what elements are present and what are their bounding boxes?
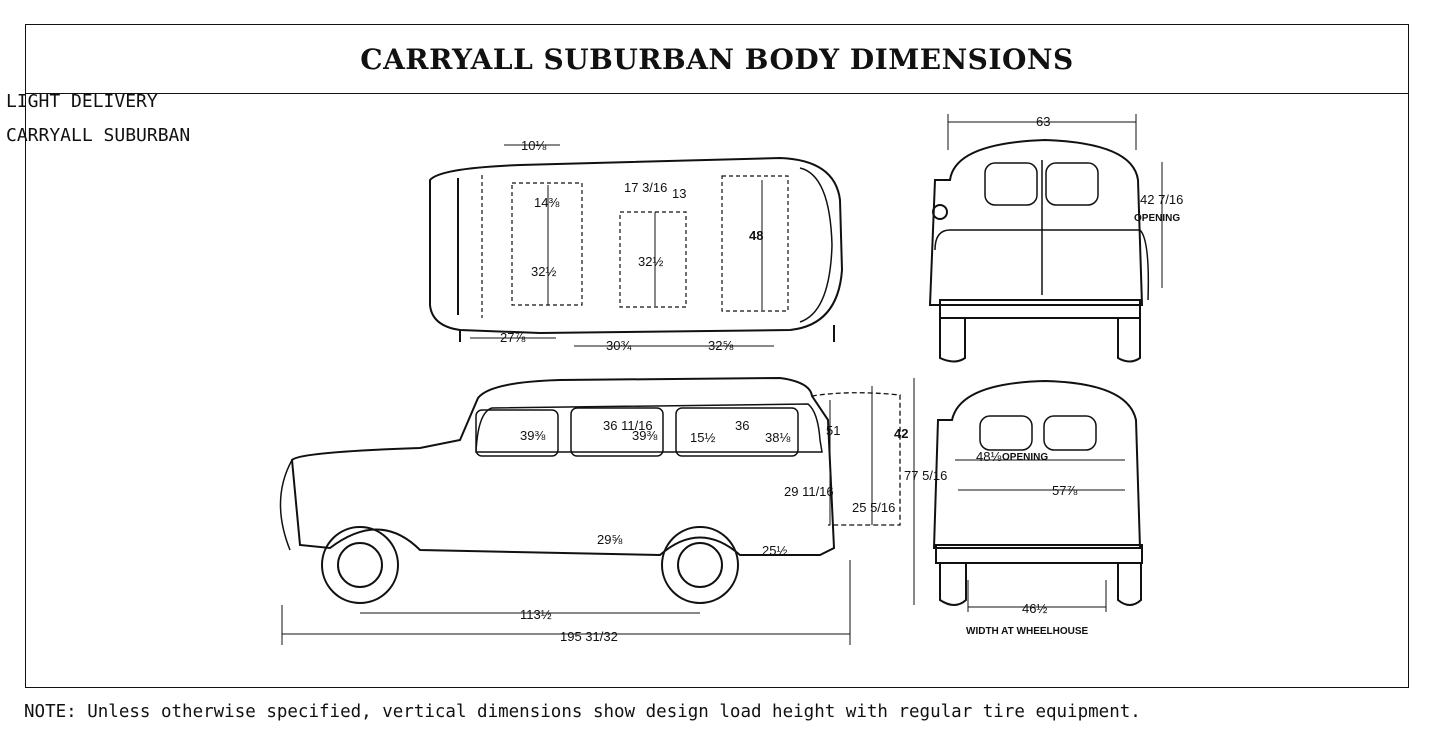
title-bar: CARRYALL SUBURBAN BODY DIMENSIONS [26,25,1408,94]
side-dim-11: 25 5/16 [852,500,895,515]
inner-width-dim: 57⅞ [1052,483,1077,498]
top-dim-5: 48 [749,228,763,243]
rear-open-view-drawing [932,379,1143,612]
side-dim-13: 29⅝ [597,532,622,547]
side-dim-15: 195 31/32 [560,629,618,644]
side-dim-9: 77 5/16 [904,468,947,483]
side-dim-10: 29 11/16 [784,484,834,499]
opening-width-label: OPENING [1002,452,1048,463]
top-dim-2: 14⅜ [534,195,559,210]
side-dim-4: 15½ [690,430,715,445]
side-dim-14: 113½ [520,607,552,622]
top-dim-1: 10⅛ [521,138,546,153]
document-frame: CARRYALL SUBURBAN BODY DIMENSIONS [25,24,1409,688]
side-dim-5: 36 [735,418,749,433]
opening-width-dim: 48⅛ [976,449,1001,464]
side-dim-12: 25½ [762,543,787,558]
side-dim-6: 38⅛ [765,430,790,445]
rear-width-dim: 63 [1036,114,1050,129]
rear-view-drawing [928,114,1163,363]
side-dim-2: 36 11/16 [603,418,653,433]
vehicle-class-label: LIGHT DELIVERY [6,91,158,112]
top-dim-8: 27⅞ [500,330,525,345]
top-dim-3: 17 3/16 [624,180,667,195]
rear-opening-label: OPENING [1134,213,1180,224]
top-dim-4: 13 [672,186,686,201]
top-dim-7: 32½ [638,254,663,269]
wheelhouse-caption: WIDTH AT WHEELHOUSE [966,626,1089,637]
side-dim-7: 51 [826,423,840,438]
side-view-drawing [279,376,915,645]
footnote: NOTE: Unless otherwise specified, vertic… [24,702,1141,722]
top-dim-10: 32⅝ [708,338,733,353]
top-dim-9: 30¾ [606,338,631,353]
top-view-drawing [429,144,844,347]
side-dim-1: 39⅜ [520,428,545,443]
side-dim-3: 39⅜ [632,428,657,443]
rear-opening-height-dim: 42 7/16 [1140,192,1183,207]
page-title: CARRYALL SUBURBAN BODY DIMENSIONS [360,42,1074,76]
vehicle-model-label: CARRYALL SUBURBAN [6,125,191,146]
top-dim-6: 32½ [531,264,556,279]
wheelhouse-dim: 46½ [1022,601,1047,616]
side-dim-8: 42 [894,426,908,441]
